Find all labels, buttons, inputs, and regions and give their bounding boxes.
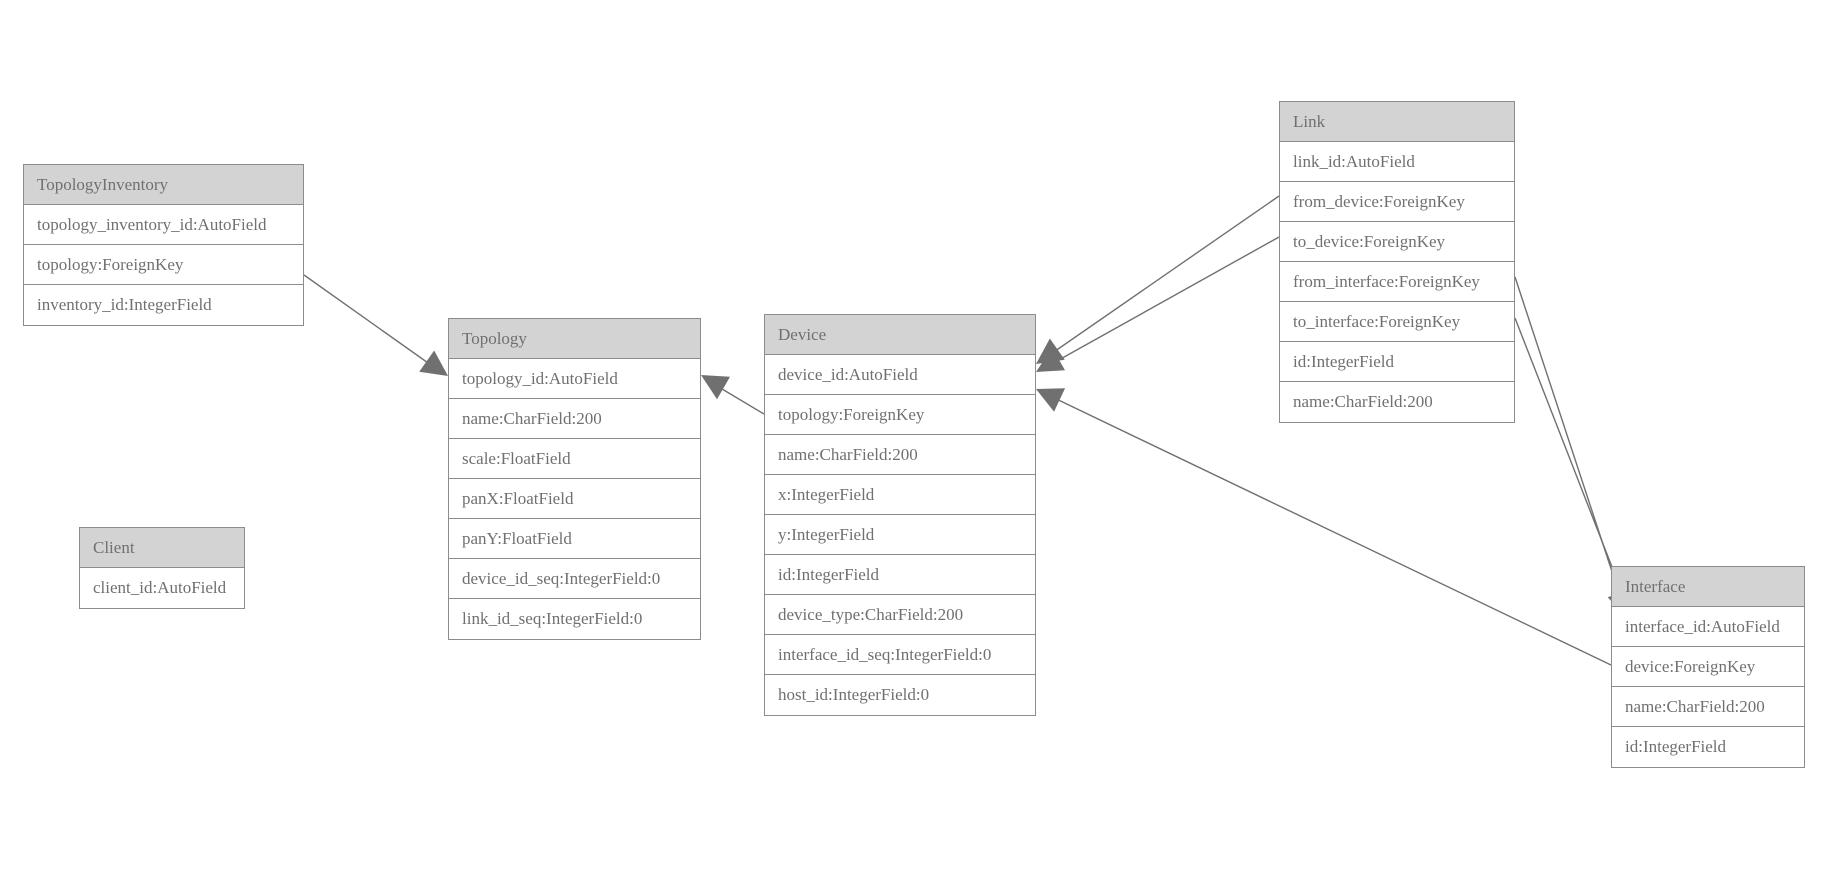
attribute-row[interactable]: from_device:ForeignKey: [1280, 182, 1514, 222]
attribute-row[interactable]: to_device:ForeignKey: [1280, 222, 1514, 262]
attribute-list: device_id:AutoField topology:ForeignKey …: [765, 355, 1035, 715]
attribute-row[interactable]: name:CharField:200: [449, 399, 700, 439]
entity-topology[interactable]: Topology topology_id:AutoField name:Char…: [448, 318, 701, 640]
attribute-row[interactable]: host_id:IntegerField:0: [778, 685, 930, 704]
relationship-line: [1514, 317, 1629, 609]
attribute-row[interactable]: name:CharField:200: [1293, 392, 1433, 411]
attribute-row[interactable]: name:CharField:200: [765, 435, 1035, 475]
relationship-line: [1047, 236, 1280, 367]
attribute-row[interactable]: device_id:AutoField: [765, 355, 1035, 395]
entity-title: Interface: [1612, 567, 1804, 607]
attribute-row[interactable]: topology_id:AutoField: [449, 359, 700, 399]
entity-topology-inventory[interactable]: TopologyInventory topology_inventory_id:…: [23, 164, 304, 326]
attribute-row[interactable]: device_type:CharField:200: [765, 595, 1035, 635]
entity-title: Link: [1280, 102, 1514, 142]
relationship-line: [1514, 276, 1624, 606]
entity-client[interactable]: Client client_id:AutoField: [79, 527, 245, 609]
attribute-list: link_id:AutoField from_device:ForeignKey…: [1280, 142, 1514, 422]
relationship-line: [1047, 195, 1280, 357]
attribute-row[interactable]: topology:ForeignKey: [24, 245, 303, 285]
attribute-list: topology_id:AutoField name:CharField:200…: [449, 359, 700, 639]
attribute-row[interactable]: panY:FloatField: [449, 519, 700, 559]
attribute-row[interactable]: to_interface:ForeignKey: [1280, 302, 1514, 342]
attribute-list: topology_inventory_id:AutoField topology…: [24, 205, 303, 325]
entity-title: Client: [80, 528, 244, 568]
entity-title: Topology: [449, 319, 700, 359]
attribute-row[interactable]: link_id_seq:IntegerField:0: [462, 609, 643, 628]
attribute-row[interactable]: from_interface:ForeignKey: [1280, 262, 1514, 302]
attribute-row[interactable]: panX:FloatField: [449, 479, 700, 519]
attribute-row[interactable]: scale:FloatField: [449, 439, 700, 479]
attribute-row[interactable]: name:CharField:200: [1612, 687, 1804, 727]
relationship-line: [303, 274, 439, 371]
attribute-list: client_id:AutoField: [80, 568, 244, 608]
attribute-row[interactable]: interface_id_seq:IntegerField:0: [765, 635, 1035, 675]
attribute-row[interactable]: id:IntegerField: [1280, 342, 1514, 382]
attribute-row[interactable]: device:ForeignKey: [1612, 647, 1804, 687]
entity-title: TopologyInventory: [24, 165, 303, 205]
attribute-row[interactable]: id:IntegerField: [1625, 737, 1727, 756]
entity-device[interactable]: Device device_id:AutoField topology:Fore…: [764, 314, 1036, 716]
entity-link[interactable]: Link link_id:AutoField from_device:Forei…: [1279, 101, 1515, 423]
relationship-line: [711, 382, 765, 415]
attribute-row[interactable]: inventory_id:IntegerField: [37, 295, 212, 314]
entity-title: Device: [765, 315, 1035, 355]
attribute-row[interactable]: topology:ForeignKey: [765, 395, 1035, 435]
attribute-row[interactable]: x:IntegerField: [765, 475, 1035, 515]
attribute-row[interactable]: client_id:AutoField: [93, 578, 227, 597]
attribute-row[interactable]: id:IntegerField: [765, 555, 1035, 595]
attribute-row[interactable]: device_id_seq:IntegerField:0: [449, 559, 700, 599]
relationship-line: [1047, 394, 1612, 666]
entity-interface[interactable]: Interface interface_id:AutoField device:…: [1611, 566, 1805, 768]
attribute-row[interactable]: link_id:AutoField: [1280, 142, 1514, 182]
attribute-list: interface_id:AutoField device:ForeignKey…: [1612, 607, 1804, 767]
attribute-row[interactable]: topology_inventory_id:AutoField: [24, 205, 303, 245]
attribute-row[interactable]: y:IntegerField: [765, 515, 1035, 555]
attribute-row[interactable]: interface_id:AutoField: [1612, 607, 1804, 647]
